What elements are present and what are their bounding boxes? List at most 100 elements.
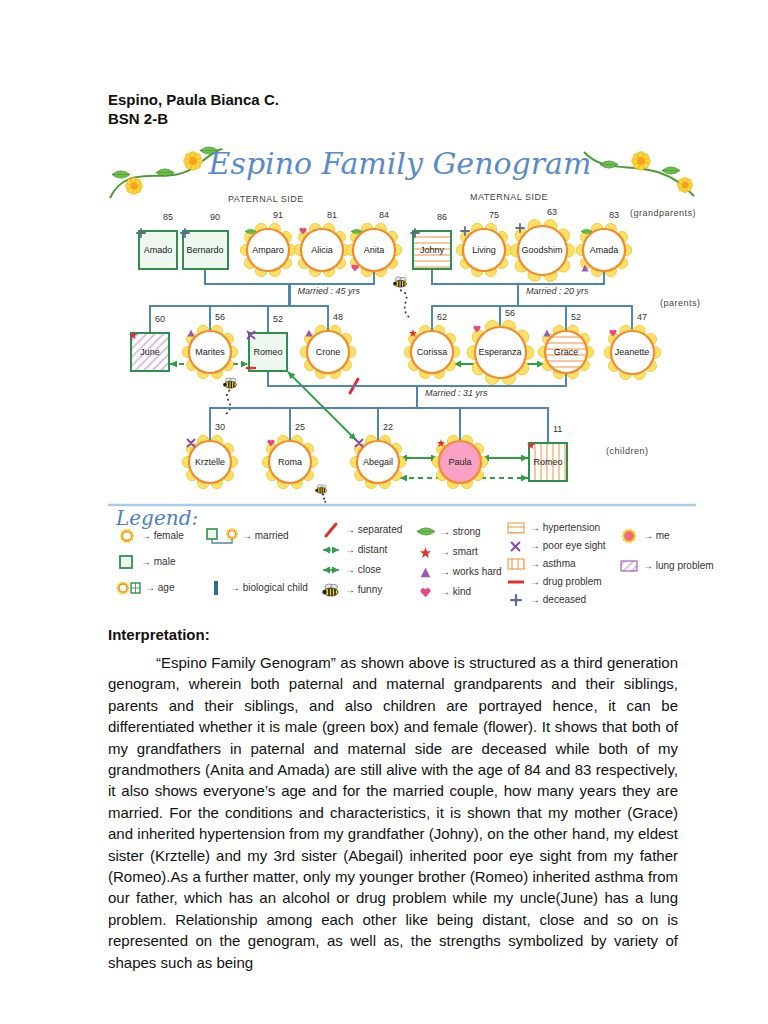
flower-shape — [120, 529, 134, 542]
legend-entry: → asthma — [505, 556, 576, 572]
child-line — [432, 270, 518, 326]
legend-text: → biological child — [230, 582, 308, 594]
legend-text: → asthma — [530, 558, 576, 570]
flower-ring — [475, 327, 526, 378]
child-line — [205, 270, 290, 332]
age-number: 86 — [437, 212, 447, 223]
x-mark — [356, 440, 363, 447]
age-number: 75 — [489, 210, 499, 221]
flower-shape — [350, 435, 405, 488]
female-flower: Crone48 — [306, 330, 350, 374]
age-number: 25 — [295, 422, 305, 433]
side-label: MATERNAL SIDE — [470, 192, 548, 202]
person-name: Alicia — [311, 245, 333, 256]
legend-swatch — [116, 580, 142, 596]
person-name: Bernardo — [186, 245, 223, 256]
x-mark — [188, 440, 195, 447]
male-sample — [207, 529, 217, 539]
tri-mark — [582, 265, 589, 272]
bee-trail — [226, 390, 230, 414]
author-name: Espino, Paula Bianca C. — [108, 91, 279, 108]
heart-mark — [299, 228, 306, 235]
legend-swatch — [415, 584, 437, 600]
bee-sample — [322, 584, 338, 596]
female-flower: Krztelle30 — [188, 440, 232, 484]
flower-ring — [518, 226, 567, 275]
star-mark — [420, 547, 431, 558]
legend-swatch — [320, 542, 342, 558]
flower-shape — [226, 529, 237, 540]
class-section: BSN 2-B — [108, 110, 168, 127]
female-flower: Anita84 — [352, 228, 396, 272]
hypertension-sample — [508, 523, 524, 533]
male-box: Romeo11 — [528, 442, 568, 482]
legend-swatch — [205, 528, 239, 544]
flower-ring — [583, 229, 625, 271]
vine-leaf — [112, 171, 130, 178]
child-line — [205, 270, 328, 330]
legend-entry: → strong — [415, 524, 481, 540]
side-label: PATERNAL SIDE — [228, 194, 304, 204]
legend-title: Legend: — [116, 506, 198, 530]
flower-ring — [247, 229, 289, 271]
vine-right — [584, 152, 694, 196]
flower-ring — [229, 531, 236, 538]
legend-text: → strong — [440, 526, 481, 538]
legend-entry: → drug problem — [505, 574, 602, 590]
legend-swatch — [505, 538, 527, 554]
tri-mark — [544, 330, 551, 337]
flower-ring — [189, 331, 231, 373]
person-name: Krztelle — [195, 457, 225, 468]
age-number: 22 — [383, 422, 393, 433]
tri-mark — [188, 330, 195, 337]
legend-text: → poor eye sight — [530, 540, 606, 552]
legend-entry: → poor eye sight — [505, 538, 606, 554]
vine-flower — [184, 152, 203, 171]
person-name: Roma — [278, 457, 302, 468]
bee-icon — [393, 277, 406, 287]
marriage-line — [205, 270, 374, 284]
generation-label: (parents) — [660, 298, 701, 308]
legend-entry: → deceased — [505, 592, 586, 608]
legend-entry: → me — [618, 528, 670, 544]
flower-ring — [123, 532, 132, 541]
strength-leaf — [245, 229, 256, 233]
vine-leaf — [156, 169, 174, 176]
male-square — [183, 231, 228, 269]
person-name: Anita — [364, 245, 385, 256]
legend-text: → male — [141, 556, 175, 568]
close-relation — [288, 372, 356, 440]
age-number: 47 — [637, 312, 647, 323]
body-paragraph: “Espino Family Genogram” as shown above … — [108, 652, 678, 973]
flower-ring — [353, 229, 395, 271]
flower-ring — [301, 229, 343, 271]
legend-entry: → hypertension — [505, 520, 600, 536]
vine-flower — [632, 152, 651, 171]
person-name: Marites — [195, 347, 225, 358]
heart-mark — [473, 325, 480, 332]
generation-label: (grandparents) — [630, 208, 696, 218]
person-name: Amado — [144, 245, 173, 256]
child-line — [205, 270, 290, 330]
drug-sample — [508, 581, 524, 584]
female-flower: Roma25 — [268, 440, 312, 484]
section-heading: Interpretation: — [108, 626, 210, 643]
age-number: 83 — [609, 210, 619, 221]
diagram-title: Espino Family Genogram — [200, 146, 600, 181]
flower-shape — [300, 325, 355, 378]
child-sample — [214, 581, 218, 595]
female-flower: Esperanza56 — [474, 326, 527, 379]
person-name: Amparo — [252, 245, 284, 256]
legend-entry: → biological child — [205, 580, 308, 596]
flower-shape — [456, 223, 511, 276]
vine-leaf — [662, 167, 680, 174]
bee-trail — [322, 494, 326, 502]
legend-swatch — [415, 544, 437, 560]
legend-swatch — [415, 564, 437, 580]
age-number: 81 — [327, 210, 337, 221]
person-name: Living — [472, 245, 496, 256]
male-square — [529, 443, 567, 481]
legend-entry: → close — [320, 562, 381, 578]
flower-ring — [611, 331, 654, 374]
legend-text: → funny — [345, 584, 382, 596]
